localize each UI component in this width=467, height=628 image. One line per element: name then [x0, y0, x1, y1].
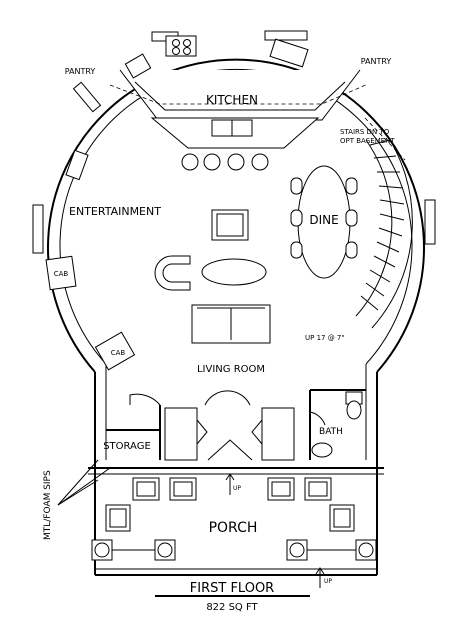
porch-columns: [91, 539, 377, 561]
up-center-label: UP: [233, 485, 241, 492]
kitchen-label: KITCHEN: [206, 93, 258, 107]
cab-lower-label: CAB: [111, 349, 126, 357]
up-right-label: UP: [324, 578, 332, 585]
dining-table: [290, 165, 358, 279]
pantry-right-label: PANTRY: [361, 57, 392, 66]
plan-title: FIRST FLOOR: [190, 581, 274, 596]
curved-stair: [355, 117, 413, 329]
porch-steps: [95, 473, 377, 588]
outer-round-wall: [47, 58, 425, 373]
wall-windows: [32, 30, 436, 254]
pantry-left-label: PANTRY: [65, 67, 96, 76]
kitchen-dashed-upper: [109, 83, 369, 105]
stairs-up-note: UP 17 @ 7": [305, 334, 345, 342]
stairs-note-line1: STAIRS DN TO: [340, 128, 390, 136]
entertainment-label: ENTERTAINMENT: [69, 205, 161, 218]
stairs-note-line2: OPT BASEMENT: [340, 137, 395, 145]
porch-furniture: [105, 477, 355, 532]
front-walls: [88, 364, 384, 575]
cab-upper-label: CAB: [54, 270, 69, 278]
storage-room: [106, 393, 161, 460]
bath-room: [309, 389, 366, 460]
plan-subtitle: 822 SQ FT: [206, 602, 258, 613]
cab-upper: [45, 255, 77, 291]
entertainment-furniture: [65, 149, 271, 344]
kitchen-stools: [181, 153, 269, 171]
dine-label: DINE: [309, 213, 338, 227]
porch-label: PORCH: [209, 520, 258, 536]
kitchen-counter: [119, 35, 361, 149]
sips-leaders: [57, 459, 111, 506]
cab-lower: [94, 331, 136, 371]
sips-label: MTL/FOAM SIPS: [43, 470, 53, 540]
closets: [164, 390, 295, 461]
living-room-label: LIVING ROOM: [197, 364, 265, 375]
storage-label: STORAGE: [103, 441, 151, 452]
bath-label: BATH: [319, 427, 343, 437]
